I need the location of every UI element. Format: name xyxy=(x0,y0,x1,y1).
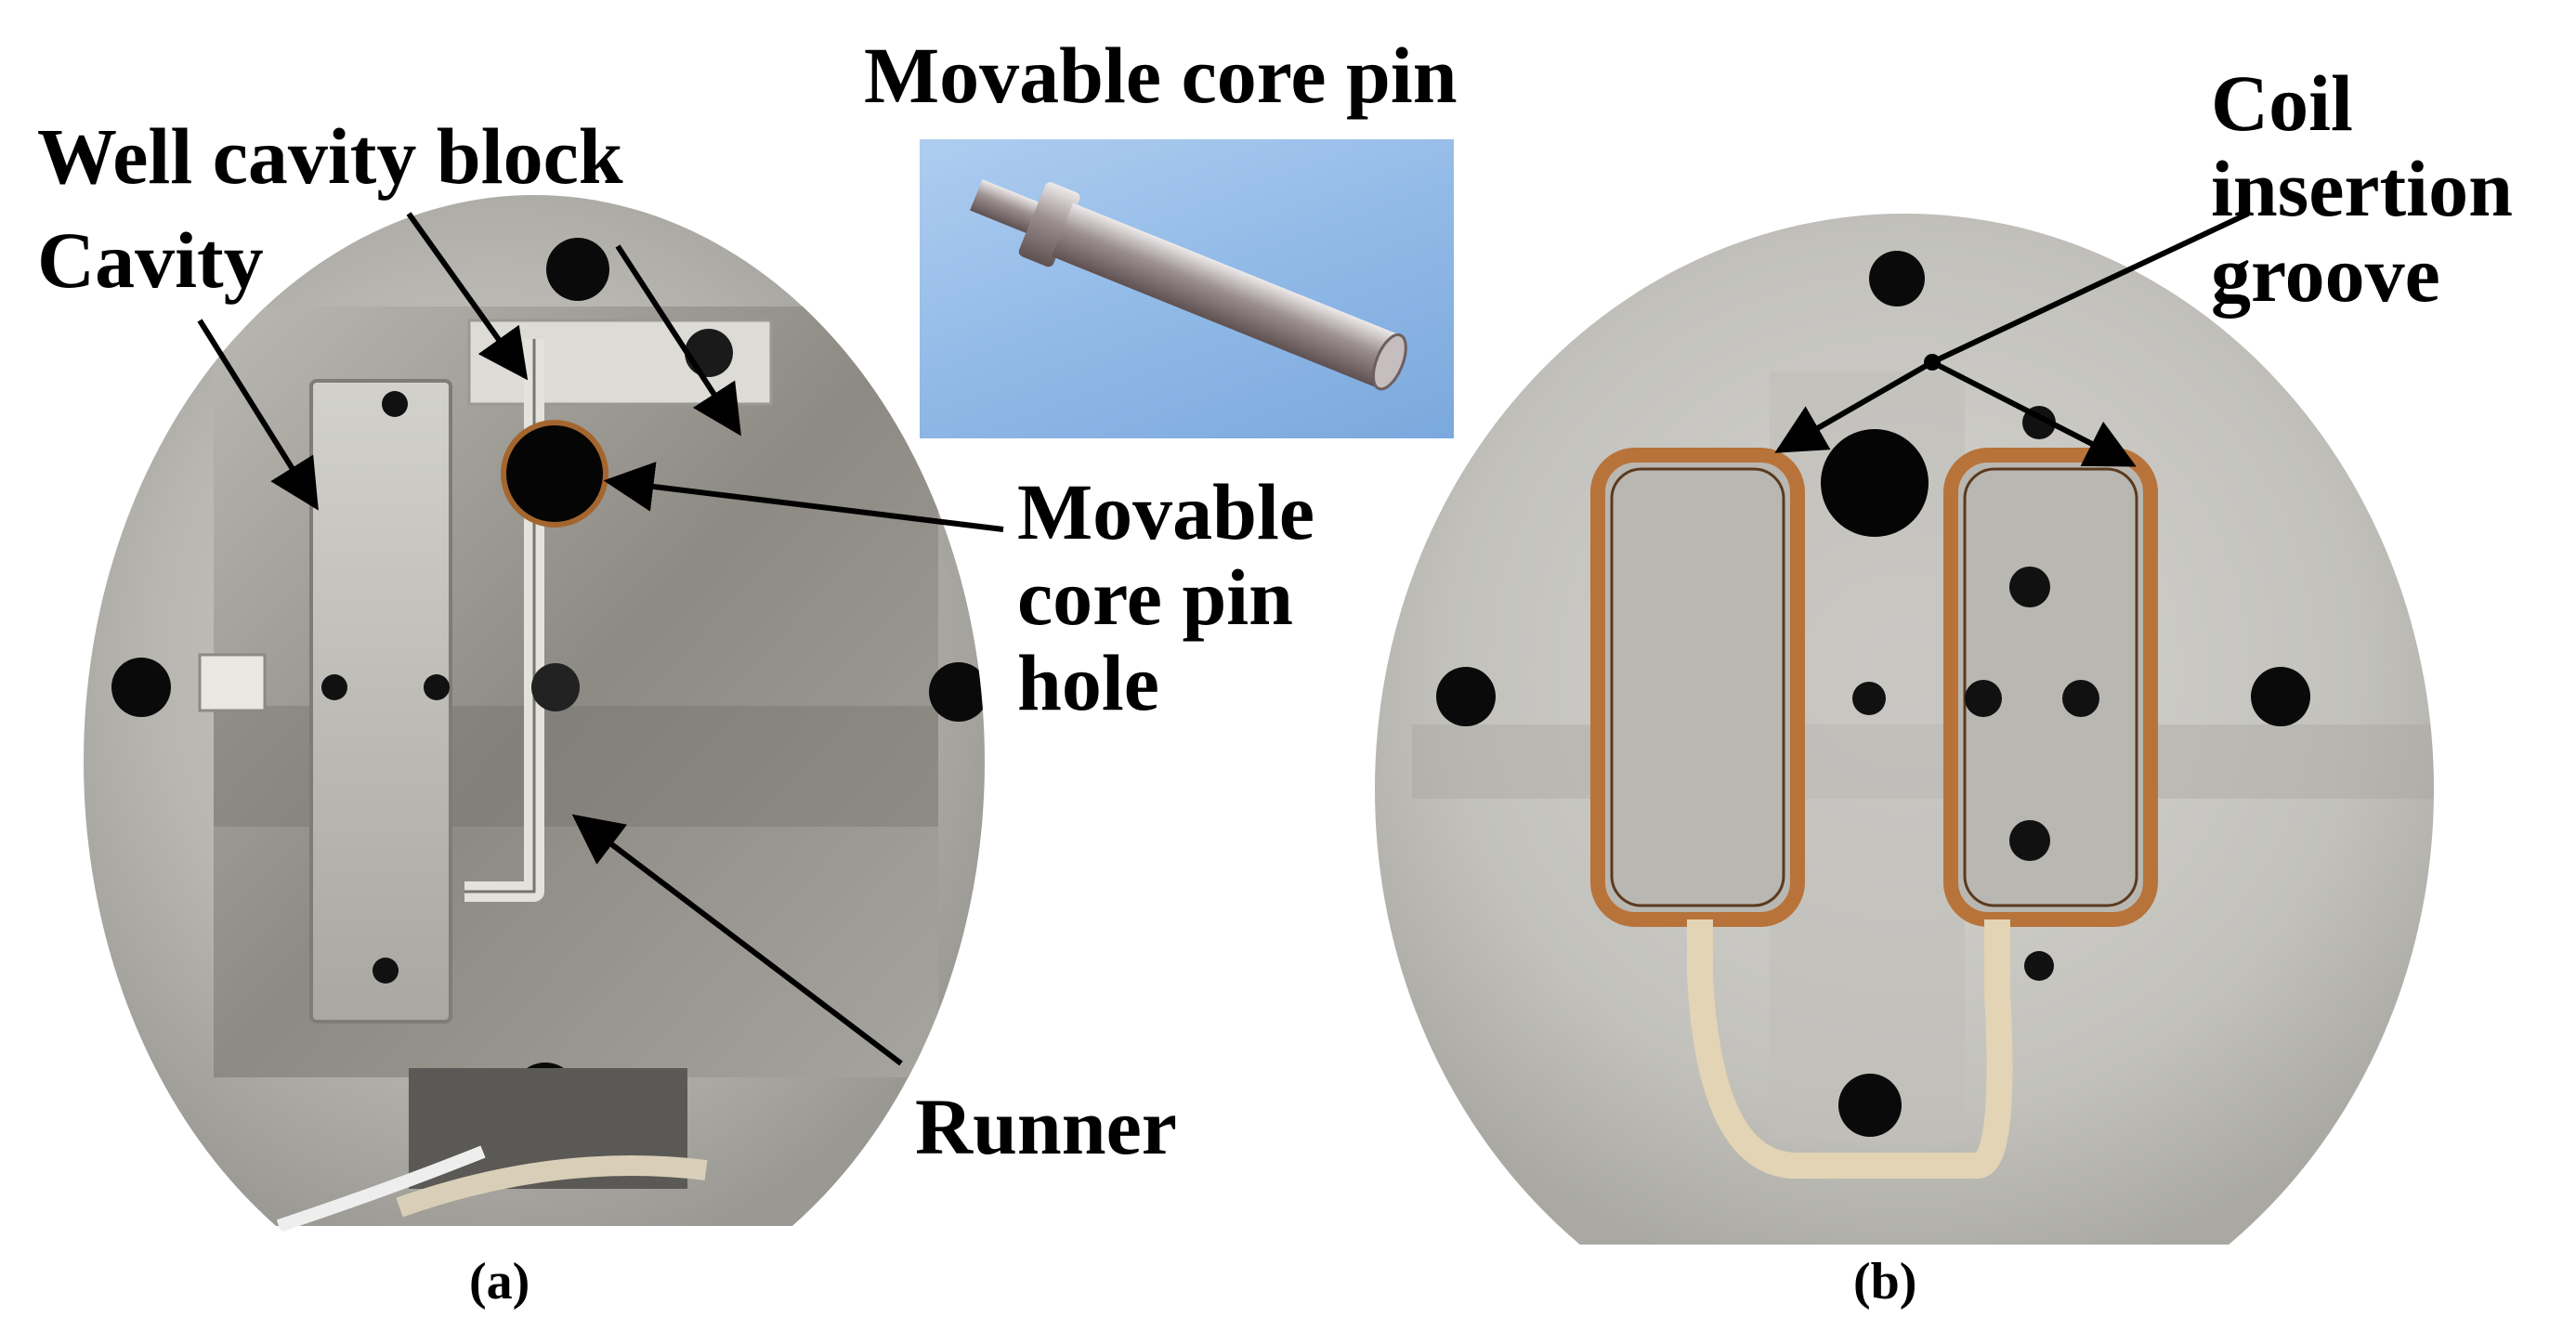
label-movable-core-pin-hole-line3: hole xyxy=(1017,638,1159,728)
leader-lines xyxy=(197,211,2250,1066)
coil-groove-right-shape xyxy=(1943,448,2158,927)
label-movable-core-pin: Movable core pin xyxy=(864,31,1458,120)
panel-b-mold-plate xyxy=(1375,214,2434,1245)
label-coil-line3: groove xyxy=(2211,229,2440,319)
label-coil-line2: insertion xyxy=(2211,144,2513,234)
movable-core-pin-hole-b-shape xyxy=(1821,429,1929,537)
arrow-coil-right xyxy=(1930,359,2137,467)
caption-b: (b) xyxy=(1853,1253,1917,1310)
arrow-cavity xyxy=(197,319,319,511)
label-coil-insertion-groove: Coil insertion groove xyxy=(2211,60,2513,317)
arrow-well-cavity-block xyxy=(406,212,529,381)
movable-core-pin-hole-shape xyxy=(501,420,608,528)
movable-core-pin-photo xyxy=(920,139,1454,438)
caption-a: (a) xyxy=(469,1253,530,1310)
label-well-cavity-block: Well cavity block xyxy=(37,111,623,201)
arrow-core-pin-hole xyxy=(603,462,1004,532)
label-movable-core-pin-hole-line2: core pin xyxy=(1017,553,1294,643)
core-pin-shape xyxy=(970,179,1407,391)
label-runner: Runner xyxy=(915,1082,1177,1171)
label-cavity: Cavity xyxy=(37,215,264,305)
coil-groove-left-shape xyxy=(1590,448,1805,927)
cavity-shape xyxy=(309,379,452,1024)
label-movable-core-pin-hole-line1: Movable xyxy=(1017,467,1315,556)
arrow-coil-left xyxy=(1774,359,1934,453)
label-movable-core-pin-hole: Movable core pin hole xyxy=(1017,469,1314,725)
arrow-runner xyxy=(571,814,903,1066)
arrow-upper-plate xyxy=(615,244,741,437)
label-coil-line1: Coil xyxy=(2211,59,2353,148)
